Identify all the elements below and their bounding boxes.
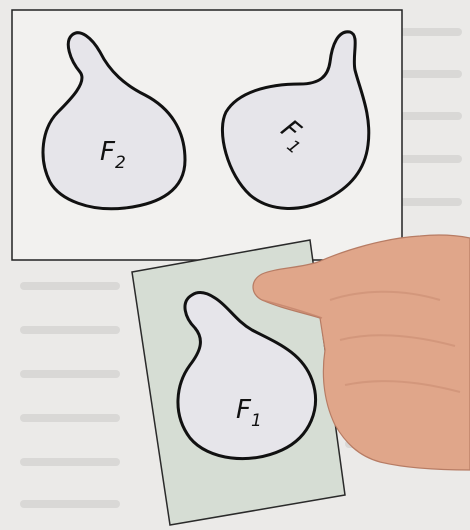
top-panel xyxy=(12,10,402,260)
